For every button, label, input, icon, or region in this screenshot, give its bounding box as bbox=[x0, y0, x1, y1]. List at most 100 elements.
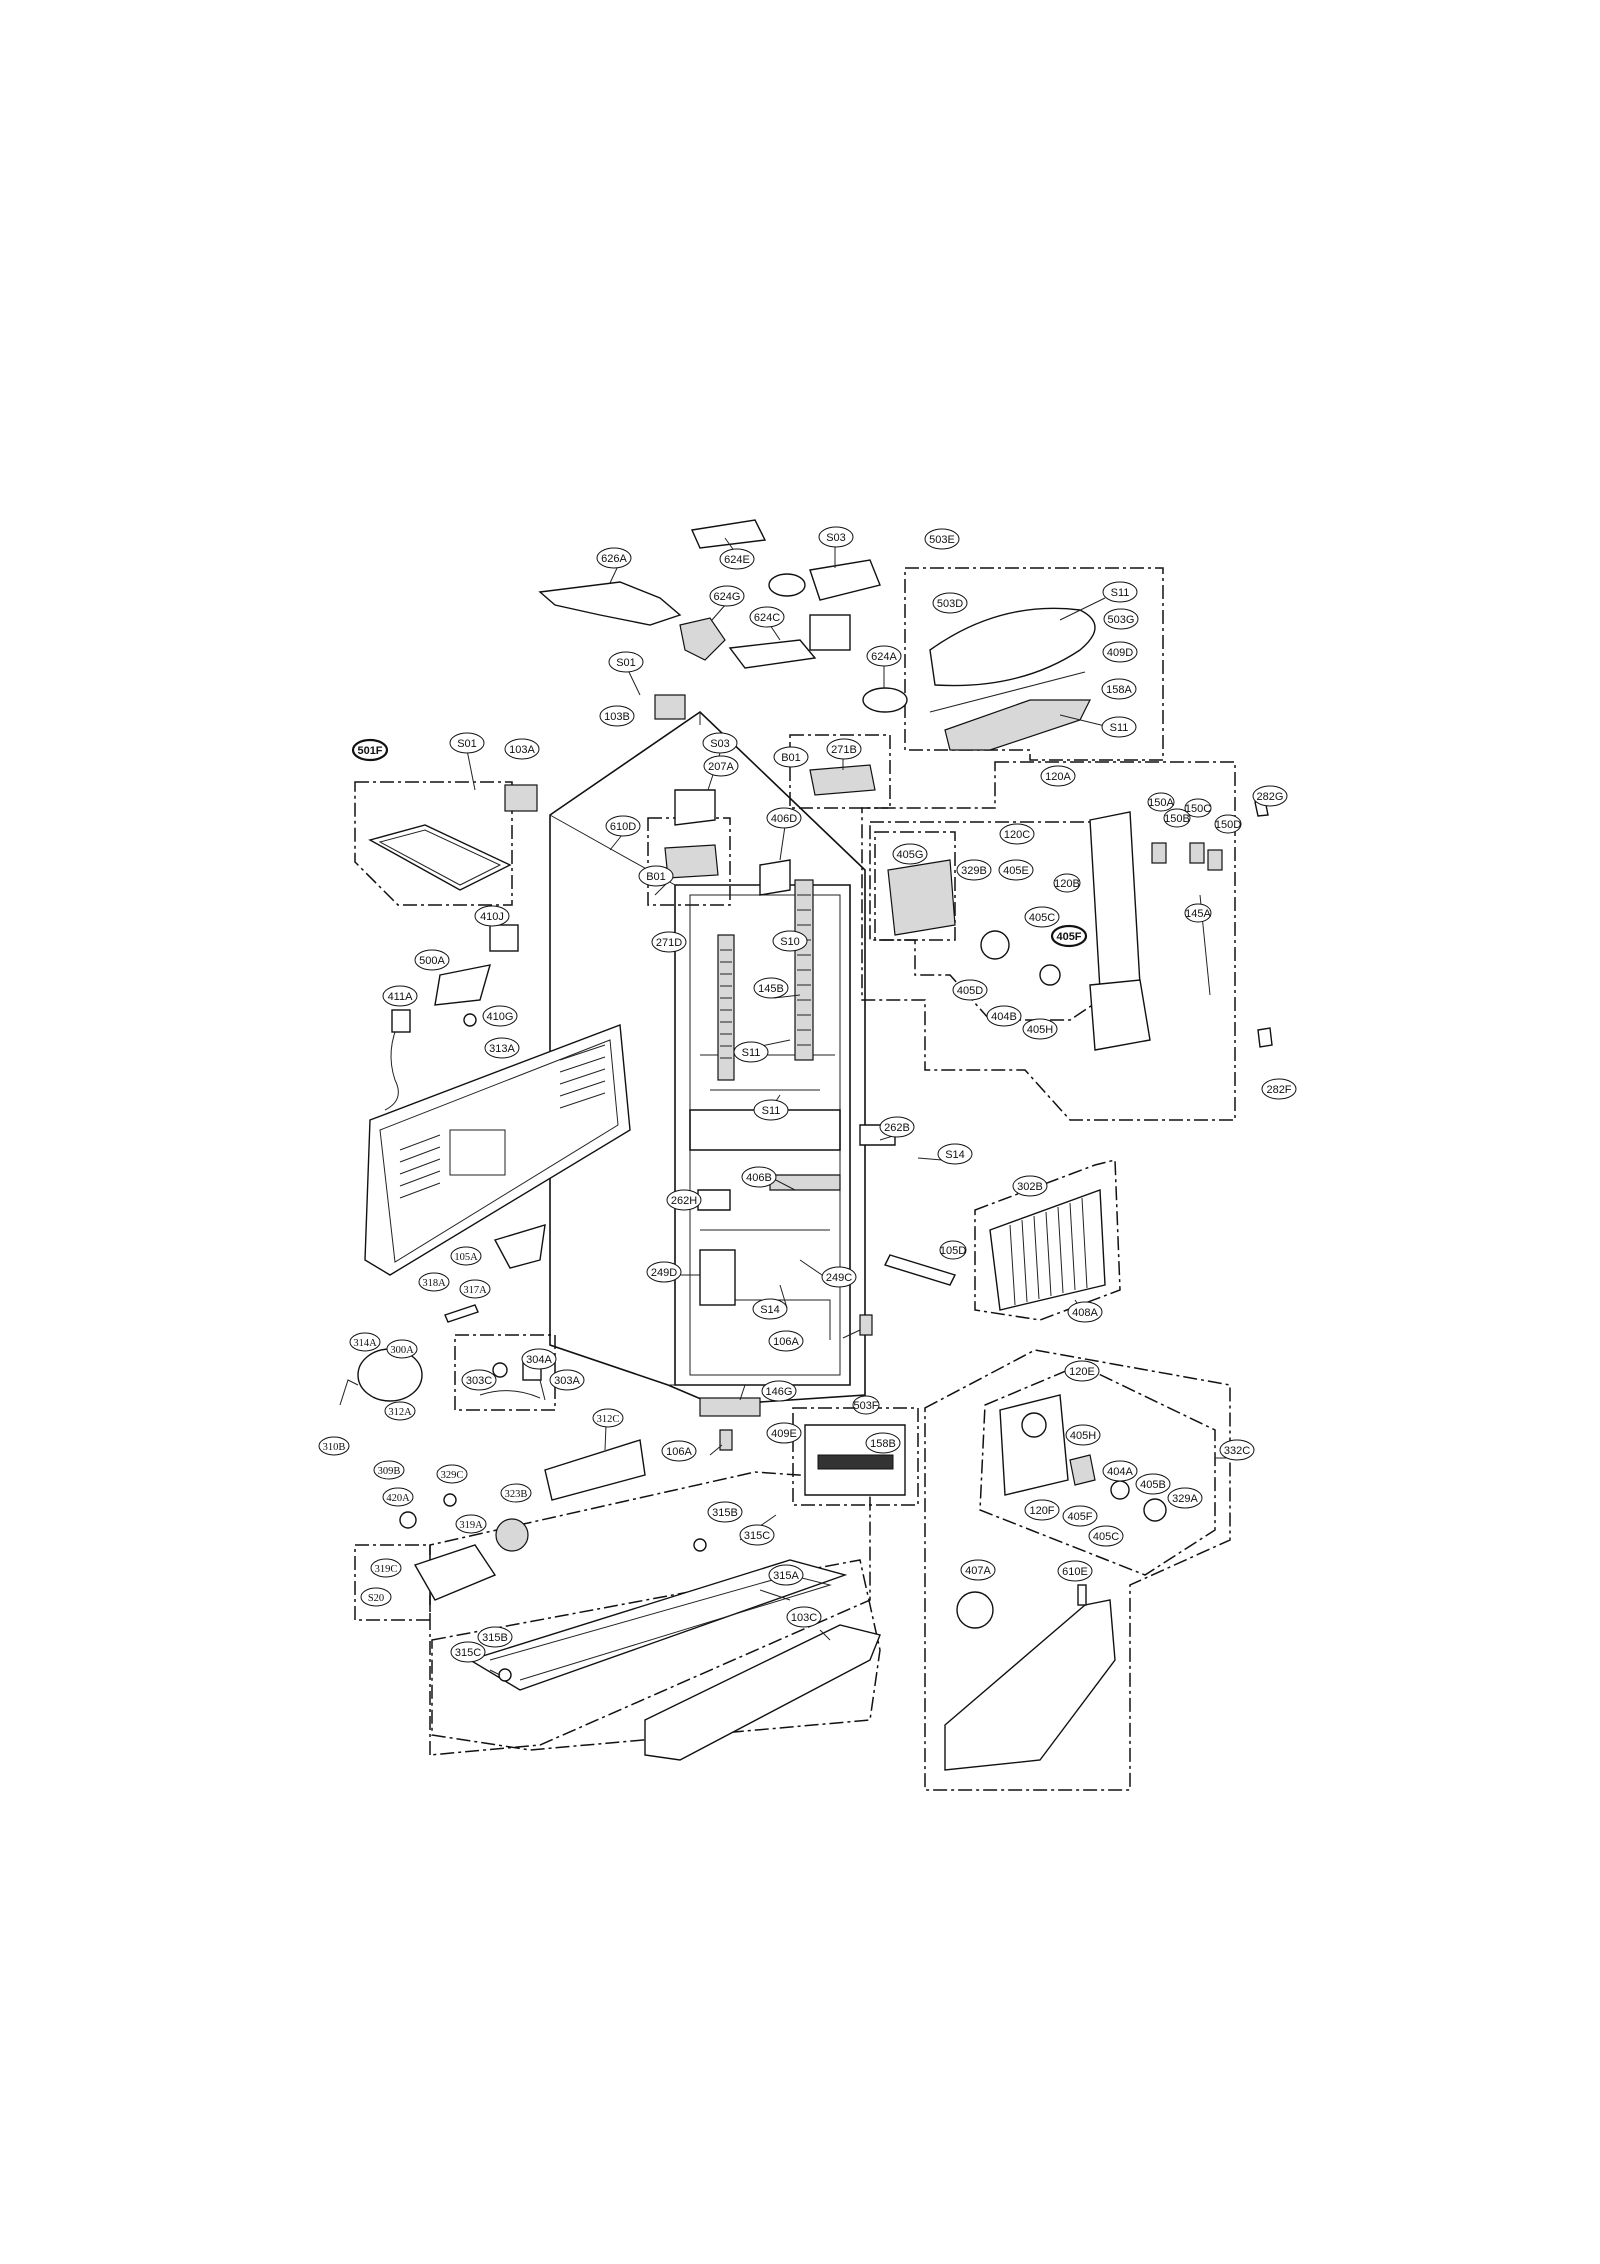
label-text: 150A bbox=[1148, 797, 1174, 809]
label-bubble bbox=[761, 1380, 797, 1402]
label-text: 105A bbox=[454, 1252, 478, 1263]
label-text: 318A bbox=[422, 1278, 446, 1289]
part-label-315c: 315C bbox=[450, 1641, 486, 1663]
part-313A bbox=[364, 1024, 631, 1276]
boundary-503E bbox=[904, 567, 1164, 761]
label-bubble bbox=[596, 547, 632, 569]
part-label-405g: 405G bbox=[892, 843, 928, 865]
part-503D bbox=[929, 607, 1096, 687]
label-text: 145A bbox=[1185, 908, 1211, 920]
label-text: 302B bbox=[1017, 1181, 1043, 1193]
leader bbox=[759, 1589, 791, 1601]
part-label-624g: 624G bbox=[709, 585, 745, 607]
part-407A bbox=[956, 1591, 994, 1629]
part-411A-plug bbox=[391, 1009, 411, 1033]
label-bubble bbox=[1102, 641, 1138, 663]
part-313A-vents bbox=[399, 1044, 606, 1199]
label-text: 262H bbox=[671, 1195, 697, 1207]
label-bubble bbox=[1214, 814, 1242, 834]
label-bubble bbox=[1184, 903, 1212, 923]
part-label-s11: S11 bbox=[733, 1041, 769, 1063]
part-label-411a: 411A bbox=[382, 985, 418, 1007]
cabinet-front-frame bbox=[674, 884, 851, 1386]
label-text: 304A bbox=[526, 1354, 552, 1366]
label-text: S03 bbox=[710, 738, 730, 750]
part-label-319a: 319A bbox=[455, 1514, 487, 1534]
part-label-309b: 309B bbox=[373, 1460, 405, 1480]
label-text: 329B bbox=[961, 865, 987, 877]
part-120B bbox=[1089, 811, 1141, 991]
label-bubble bbox=[455, 1514, 487, 1534]
part-label-410g: 410G bbox=[482, 1005, 518, 1027]
label-text: 106A bbox=[773, 1336, 799, 1348]
label-text: 405C bbox=[1029, 912, 1055, 924]
label-text: 405B bbox=[1140, 1479, 1166, 1491]
label-bubble bbox=[1040, 765, 1076, 787]
evaporator bbox=[974, 1159, 1121, 1321]
part-label-624c: 624C bbox=[749, 606, 785, 628]
label-bubble bbox=[599, 705, 635, 727]
label-bubble bbox=[956, 859, 992, 881]
label-bubble bbox=[739, 1524, 775, 1546]
label-text: 405F bbox=[1067, 1511, 1092, 1523]
group-120A-parts bbox=[887, 799, 1273, 1051]
part-624C bbox=[728, 639, 817, 669]
label-bubble bbox=[1147, 792, 1175, 812]
part-150D bbox=[1207, 849, 1223, 871]
leader bbox=[609, 565, 619, 584]
label-bubble bbox=[768, 1330, 804, 1352]
label-bubble bbox=[1184, 798, 1212, 818]
label-bubble bbox=[1163, 808, 1191, 828]
label-text: 410G bbox=[487, 1011, 514, 1023]
label-bubble bbox=[766, 1422, 802, 1444]
label-bubble bbox=[351, 738, 389, 762]
part-label-319c: 319C bbox=[370, 1558, 402, 1578]
label-text: 405D bbox=[957, 985, 983, 997]
label-bubble bbox=[605, 815, 641, 837]
label-bubble bbox=[474, 905, 510, 927]
group-503E-parts bbox=[929, 607, 1096, 751]
label-text: 405H bbox=[1027, 1024, 1053, 1036]
label-text: 150D bbox=[1215, 819, 1241, 831]
label-bubble bbox=[752, 1298, 788, 1320]
part-label-150a: 150A bbox=[1147, 792, 1175, 812]
part-label-158b: 158B bbox=[865, 1432, 901, 1454]
rear-cover bbox=[364, 1024, 631, 1276]
leader bbox=[1059, 714, 1106, 727]
label-bubble bbox=[1024, 906, 1060, 928]
label-bubble bbox=[924, 528, 960, 550]
part-label-146g: 146G bbox=[761, 1380, 797, 1402]
part-label-s03: S03 bbox=[818, 526, 854, 548]
part-label-103c: 103C bbox=[786, 1606, 822, 1628]
label-text: 329C bbox=[441, 1470, 464, 1481]
cabinet-floor bbox=[700, 1229, 831, 1340]
label-text: 624E bbox=[724, 554, 750, 566]
label-text: 420A bbox=[386, 1493, 410, 1504]
part-label-406b: 406B bbox=[741, 1166, 777, 1188]
part-300A-compressor bbox=[357, 1348, 423, 1402]
leader bbox=[627, 669, 641, 696]
part-label-405c: 405C bbox=[1024, 906, 1060, 928]
part-label-b01: B01 bbox=[638, 865, 674, 887]
part-label-405c: 405C bbox=[1088, 1525, 1124, 1547]
part-label-406d: 406D bbox=[766, 807, 802, 829]
label-text: 503D bbox=[937, 598, 963, 610]
part-label-s01: S01 bbox=[449, 732, 485, 754]
label-text: 406B bbox=[746, 1172, 772, 1184]
part-310B bbox=[339, 1379, 359, 1406]
part-label-303c: 303C bbox=[461, 1369, 497, 1391]
part-label-282g: 282G bbox=[1252, 785, 1288, 807]
label-bubble bbox=[753, 1099, 789, 1121]
part-315B-cap bbox=[498, 1668, 512, 1682]
label-text: 262B bbox=[884, 1122, 910, 1134]
leader bbox=[917, 1157, 943, 1161]
label-bubble bbox=[826, 738, 862, 760]
label-bubble bbox=[386, 1339, 418, 1359]
label-bubble bbox=[461, 1369, 497, 1391]
compressor-area bbox=[339, 1224, 646, 1601]
label-bubble bbox=[1135, 1473, 1171, 1495]
boundary-332C bbox=[924, 1349, 1231, 1791]
part-405D-fan bbox=[980, 930, 1010, 960]
label-bubble bbox=[1053, 873, 1081, 893]
part-label-410j: 410J bbox=[474, 905, 510, 927]
